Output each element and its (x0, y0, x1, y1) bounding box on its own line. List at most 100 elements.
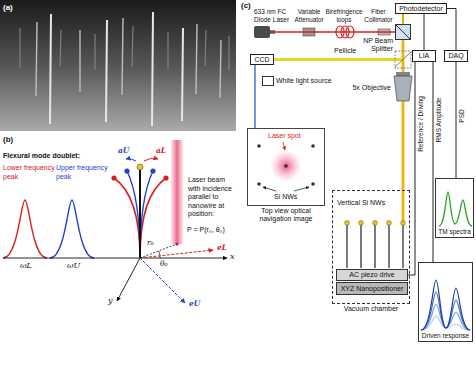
mode-axis-symbol: eL (217, 243, 227, 252)
nanowire-rest (139, 168, 141, 258)
amplitude-symbol: aL (156, 146, 166, 155)
x-axis (3, 258, 227, 259)
navigation-view-art (257, 142, 315, 191)
node-label: White light source (276, 77, 332, 85)
flexural-mode-sketch (3, 140, 227, 303)
probe-beam (402, 40, 405, 222)
nanowire-tip (163, 175, 168, 180)
position-formula: P = P(r₀, θ₀) (187, 226, 225, 235)
component-label: Variable Attenuator (294, 8, 324, 24)
frequency-symbol: ωU (67, 261, 80, 271)
free-space-optics (262, 40, 412, 222)
signal-wire (447, 9, 456, 51)
node-label: 633 nm FC Diode Laser (254, 8, 292, 24)
frequency-symbol: ωL (20, 261, 32, 271)
nanowire-tip (124, 168, 129, 173)
sample-nanowires (359, 221, 364, 226)
angle-symbol: θ₀ (160, 259, 168, 268)
signal-wire (456, 62, 457, 178)
nanowire-back-row (20, 28, 21, 68)
node-label: XYZ Nanopositioner (341, 285, 404, 293)
component-label: Pellicle (334, 47, 356, 56)
node-label: Vacuum chamber (329, 305, 413, 313)
angle-arc (159, 251, 160, 258)
nanowire-front-row (50, 14, 51, 124)
nanowire-front-row (106, 20, 107, 122)
sample-nanowires (345, 221, 350, 226)
beam-note: Laser beam with incidence parallel to na… (188, 176, 235, 219)
axis-label: x (230, 252, 235, 262)
sample-nanowires (402, 224, 403, 268)
signal-wire (433, 62, 434, 262)
nanowire-tip (111, 175, 116, 180)
sample-nanowires (387, 221, 392, 226)
component-label: Birefringence loops (325, 8, 363, 24)
signal-wire (424, 14, 425, 50)
optical-fiber (270, 31, 395, 33)
imaging-link (254, 65, 255, 128)
peak-label: Lower frequency peak (3, 164, 55, 181)
section-heading: Flexural mode doublet: (3, 152, 80, 161)
nanowire-front-row (152, 12, 153, 126)
nanowire-mid-row (196, 24, 197, 94)
nanowire-back-row (229, 36, 230, 70)
node-label: Photodetector (399, 5, 443, 13)
navigation-view: Top view optical navigation imageLaser s… (247, 128, 325, 206)
nanowire-tip (137, 164, 143, 170)
sample-nanowires (374, 224, 375, 268)
nanowire-back-row (95, 34, 96, 70)
optical-beam (402, 14, 404, 24)
navigation-view-art (257, 182, 261, 186)
amplitude-symbol: aU (118, 146, 129, 155)
oscillation-arrow (144, 158, 158, 161)
navigation-view-art (311, 144, 315, 148)
driven-response-plot (421, 280, 470, 330)
driven-response-plot (421, 292, 470, 330)
sample-nanowires (345, 221, 406, 268)
nanowire-back-row (168, 32, 169, 69)
component-label: Fiber Collimator (364, 8, 393, 24)
nanowire-front-row (50, 12, 183, 126)
nanowire-back-row (60, 30, 61, 66)
sem-image (0, 0, 236, 131)
nanowire-mid-row (122, 18, 123, 95)
panel-letter: (a) (3, 3, 13, 13)
inset-label: Si NWs (274, 193, 297, 201)
response-panel: Driven response (418, 262, 473, 342)
nanowire-mid-row (79, 30, 80, 92)
nanowire-back-row (132, 26, 133, 67)
ccd-camera-box: CCD (250, 54, 274, 65)
peak-label: Upper frequency peak (56, 164, 108, 181)
sample-nanowires (401, 221, 406, 226)
sample-nanowires (346, 224, 347, 268)
thermal-spectra-plot (439, 192, 472, 226)
beam-position (175, 242, 178, 245)
signal-label: Reference / Driving (417, 95, 425, 153)
spectra-panel: TM spectra (435, 178, 474, 238)
panel-letter: (c) (241, 1, 251, 11)
upper-mode-shape (127, 171, 140, 258)
navigation-view-art (294, 187, 309, 191)
component-label: 5x Objective (341, 84, 391, 93)
photodetector-box: Photodetector (395, 3, 447, 14)
node-label: TM spectra (436, 228, 473, 236)
navigation-view-art (311, 182, 315, 186)
node-label: NP Beam Splitter (359, 37, 393, 53)
nanowire-mid-row (36, 18, 221, 98)
imaging-beam (262, 58, 403, 61)
sample-nanowires (373, 221, 378, 226)
inset-label: Laser spot (268, 132, 301, 140)
node-label: LIA (419, 52, 430, 60)
laser-beam (170, 140, 184, 244)
panel-letter: (b) (3, 135, 13, 145)
driven-response-plot (421, 280, 470, 330)
sample-nanowires (360, 224, 361, 268)
navigation-view-art (284, 164, 288, 168)
node-label: DAQ (448, 52, 463, 60)
objective-mount (396, 72, 410, 76)
light-source-box: White light source (262, 76, 274, 86)
oscillation-arrow (126, 159, 136, 161)
